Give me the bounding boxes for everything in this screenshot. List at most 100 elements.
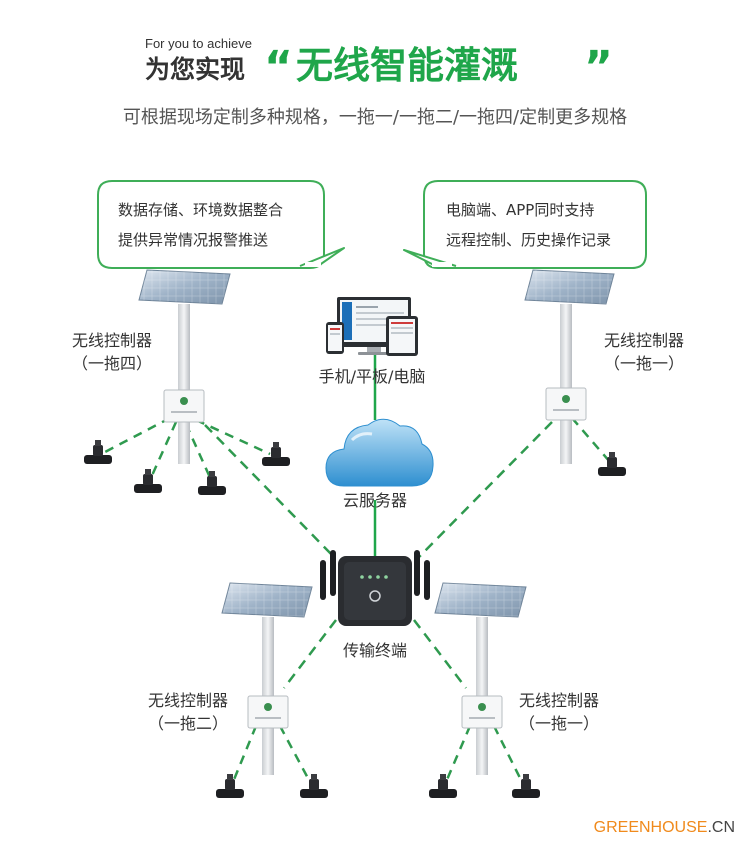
monitor-ui-line: [356, 312, 404, 314]
tablet-ui-line: [391, 327, 413, 329]
router-logo: [369, 590, 381, 602]
line-valve-link: [492, 725, 524, 783]
line-valve-link: [184, 423, 214, 483]
router-antenna: [330, 550, 336, 596]
bubble-left-line2: 提供异常情况报警推送: [118, 231, 268, 249]
controller-unit-bottom-left: [221, 582, 313, 775]
solenoid-valve-icon: [198, 471, 226, 495]
cloud-label: 云服务器: [343, 491, 407, 510]
solar-panel-cells: [525, 270, 614, 304]
cloud-shape: [325, 418, 434, 487]
cloud-highlight: [350, 432, 373, 442]
control-box-icon: [247, 695, 289, 729]
valves: [84, 440, 626, 798]
router-led: [368, 575, 372, 579]
header-subtitle: 可根据现场定制多种规格，一拖一/一拖二/一拖四/定制更多规格: [123, 107, 627, 128]
monitor-ui-line: [356, 324, 392, 326]
control-box-logo: [478, 703, 486, 711]
monitor-ui-line: [356, 318, 404, 320]
solenoid-valve-icon: [429, 774, 457, 798]
solar-panel-cells: [222, 583, 312, 617]
controller-unit-top-right: [524, 269, 615, 464]
router-led: [376, 575, 380, 579]
bubble-left-line1: 数据存储、环境数据整合: [118, 201, 283, 219]
controller-tl-name: 无线控制器: [72, 331, 152, 350]
watermark-suffix: .CN: [707, 819, 735, 836]
phone-ui-line: [330, 333, 340, 335]
monitor-stand: [367, 347, 381, 353]
control-box-text: [469, 717, 495, 719]
tablet-ui-line: [391, 332, 413, 334]
solenoid-valve-icon: [512, 774, 540, 798]
controller-unit-bottom-right: [434, 582, 527, 775]
control-box-icon: [163, 389, 205, 423]
control-box-text: [553, 409, 579, 411]
phone-screen: [328, 325, 342, 351]
tablet-ui-line: [391, 322, 413, 324]
control-box-icon: [545, 387, 587, 421]
line-terminal-controller-tr: [417, 421, 553, 559]
bubble-right: 电脑端、APP同时支持 远程控制、历史操作记录: [403, 180, 647, 269]
solenoid-valve-icon: [300, 774, 328, 798]
mounting-pole: [178, 304, 190, 464]
line-valve-link: [231, 725, 258, 783]
solar-panel-cells: [435, 583, 526, 617]
controller-tl-spec: （一拖四）: [72, 354, 152, 373]
bubble-right-tail-mask: [432, 262, 452, 267]
devices-icon: [326, 297, 418, 356]
control-box-text: [171, 411, 197, 413]
controller-br-spec: （一拖一）: [519, 714, 599, 733]
bubble-left: 数据存储、环境数据整合 提供异常情况报警推送: [97, 180, 345, 269]
control-box-logo: [264, 703, 272, 711]
connection-lines: [104, 352, 611, 783]
monitor-sidebar: [342, 302, 352, 340]
devices-label: 手机/平板/电脑: [319, 367, 426, 386]
router-antenna: [424, 560, 430, 600]
tablet-screen: [389, 319, 415, 353]
line-valve-link: [444, 725, 472, 783]
watermark-main: GREENHOUSE: [594, 819, 708, 836]
solenoid-valve-icon: [262, 442, 290, 466]
bubble-right-line1: 电脑端、APP同时支持: [446, 201, 594, 219]
bubble-right-line2: 远程控制、历史操作记录: [446, 231, 611, 249]
terminal-label: 传输终端: [343, 641, 407, 660]
solenoid-valve-icon: [598, 452, 626, 476]
cloud-icon: [325, 418, 434, 487]
controller-unit-top-left: [138, 269, 231, 464]
line-terminal-controller-tl: [204, 424, 336, 559]
bubble-left-tail-mask: [305, 262, 321, 267]
controller-tr-spec: （一拖一）: [604, 354, 684, 373]
controller-br-name: 无线控制器: [519, 691, 599, 710]
bubble-left-tail: [299, 247, 345, 267]
solar-panel-cells: [139, 270, 230, 304]
mounting-pole: [560, 304, 572, 464]
controller-bl-name: 无线控制器: [148, 691, 228, 710]
phone-ui-line: [330, 328, 340, 330]
line-terminal-controller-br: [413, 619, 467, 689]
monitor-base: [358, 352, 390, 355]
bubble-right-body: [423, 180, 647, 269]
header-chinese-prefix: 为您实现: [145, 55, 245, 84]
controller-bl-spec: （一拖二）: [148, 714, 228, 733]
line-valve-link: [104, 416, 171, 454]
solenoid-valve-icon: [84, 440, 112, 464]
monitor-ui-line: [356, 306, 378, 308]
control-box-logo: [180, 397, 188, 405]
line-terminal-controller-bl: [283, 619, 337, 689]
router-led: [384, 575, 388, 579]
header-english-line: For you to achieve: [145, 36, 252, 51]
control-box-text: [255, 717, 281, 719]
control-box-icon: [461, 695, 503, 729]
header-quote-close: ”: [584, 42, 613, 93]
controller-tr-name: 无线控制器: [604, 331, 684, 350]
router-antenna: [414, 550, 420, 596]
header-highlight: 无线智能灌溉: [296, 44, 518, 87]
line-valve-link: [278, 725, 312, 783]
header-quote-open: “: [264, 42, 293, 93]
line-valve-link: [148, 421, 178, 481]
router-antenna: [320, 560, 326, 600]
solenoid-valve-icon: [134, 469, 162, 493]
router-led: [360, 575, 364, 579]
greenhouse-watermark: GREENHOUSE.CN: [594, 819, 735, 836]
